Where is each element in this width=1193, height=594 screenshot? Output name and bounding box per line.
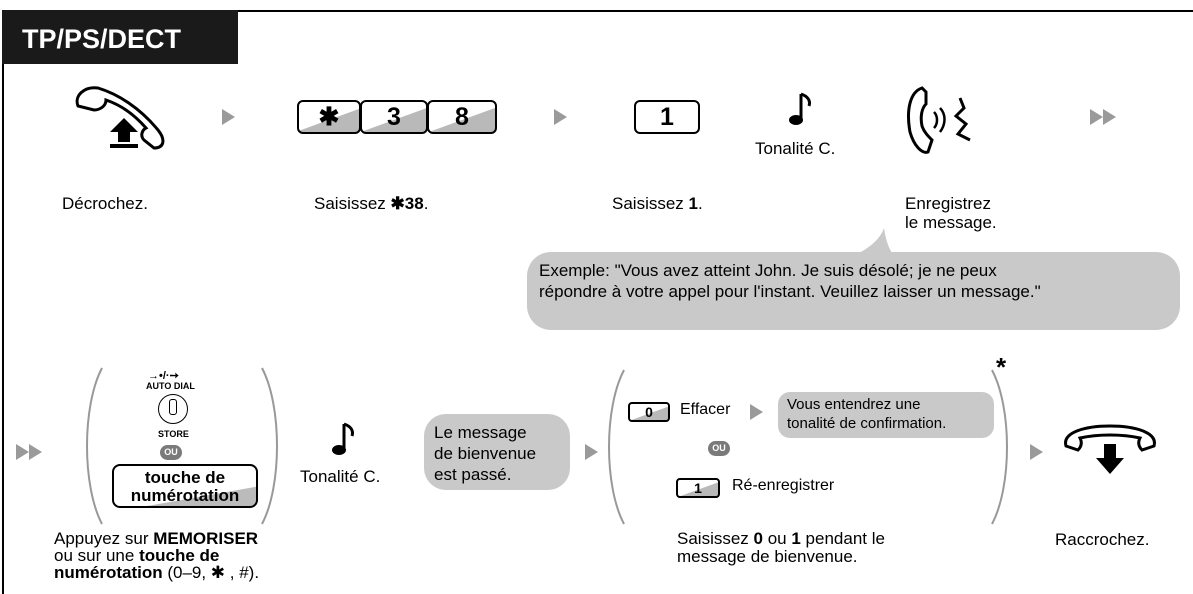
key-1-rerecord[interactable]: 1 xyxy=(676,478,720,498)
caption-offhook: Décrochez. xyxy=(62,194,148,213)
caption-enter-38: Saisissez ✱38. xyxy=(314,194,429,213)
key-1[interactable]: 1 xyxy=(634,100,700,134)
continue-arrow xyxy=(1090,109,1116,125)
speaking-handset-icon xyxy=(907,86,971,154)
next-arrow xyxy=(750,404,763,420)
next-arrow xyxy=(585,444,598,460)
or-badge: OU xyxy=(160,445,182,460)
tone-label-row2: Tonalité C. xyxy=(300,467,381,486)
option-bracket xyxy=(86,367,278,525)
auto-dial-arrows: →•/·➙ xyxy=(148,370,179,382)
key-8[interactable]: 8 xyxy=(427,100,497,134)
frame-left-border xyxy=(2,10,4,594)
asterisk-note: * xyxy=(996,352,1007,382)
confirmation-bubble: Vous entendrez une tonalité de confirmat… xyxy=(778,392,994,438)
continue-arrow-row2 xyxy=(16,444,42,460)
caption-press-memoriser: Appuyez sur MEMORISER ou sur une touche … xyxy=(54,529,260,582)
example-bubble-tail xyxy=(846,228,896,258)
example-message-bubble: Exemple: "Vous avez atteint John. Je sui… xyxy=(527,252,1180,330)
offhook-handset-icon xyxy=(75,86,165,150)
caption-hangup: Raccrochez. xyxy=(1055,530,1150,549)
caption-enter-1: Saisissez 1. xyxy=(612,194,703,213)
rerecord-label: Ré-enregistrer xyxy=(732,477,835,494)
onhook-handset-icon xyxy=(1064,424,1156,474)
next-arrow xyxy=(1030,444,1043,460)
caption-enter-0-or-1: Saisissez 0 ou 1 pendant le message de b… xyxy=(677,529,885,566)
key-0[interactable]: 0 xyxy=(628,402,670,422)
key-3[interactable]: 3 xyxy=(360,100,428,134)
or-badge: OU xyxy=(708,441,730,456)
frame-top-border xyxy=(2,10,1193,12)
dial-key-button[interactable]: touche de numérotation xyxy=(112,464,258,508)
erase-label: Effacer xyxy=(680,401,731,418)
next-arrow xyxy=(222,109,235,125)
store-label: STORE xyxy=(158,429,189,439)
tone-note-icon xyxy=(789,92,811,125)
key-star[interactable]: ✱ xyxy=(297,100,361,134)
memoriser-button[interactable] xyxy=(158,394,188,424)
choice-bracket xyxy=(608,369,1008,525)
tone-note-icon xyxy=(332,422,354,455)
next-arrow xyxy=(554,109,567,125)
message-played-bubble: Le message de bienvenue est passé. xyxy=(424,414,570,490)
mode-header: TP/PS/DECT xyxy=(2,10,238,64)
tone-label: Tonalité C. xyxy=(755,139,836,158)
auto-dial-label: AUTO DIAL xyxy=(146,381,195,391)
